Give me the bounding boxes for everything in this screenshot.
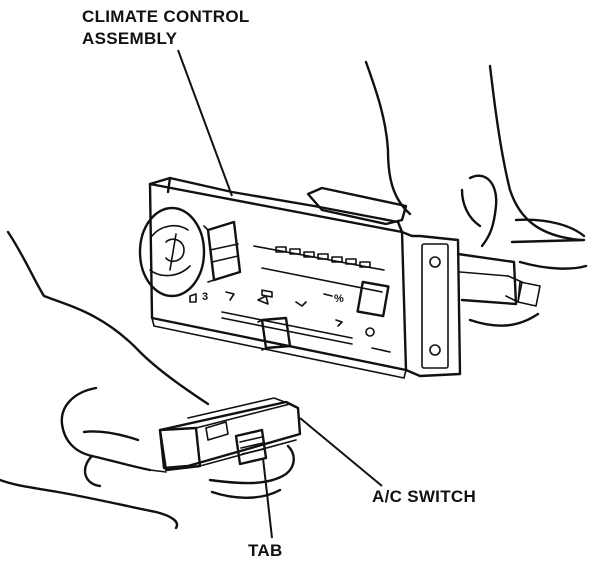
- panel-face: [148, 182, 408, 372]
- temp-dial: [138, 206, 206, 298]
- mode-knob: [203, 220, 242, 283]
- end-plate: [400, 230, 462, 378]
- fan-slider: [221, 311, 391, 353]
- display-window: [356, 280, 390, 318]
- tab-leader-line: [262, 457, 273, 539]
- assembly-label-line1: CLIMATE CONTROL: [82, 7, 250, 26]
- assembly-label-line2: ASSEMBLY: [82, 29, 178, 48]
- top-bracket: [306, 186, 408, 226]
- ac-switch-leader-line: [299, 417, 383, 487]
- left-hand: [0, 230, 295, 530]
- ac-switch-label: A/C SWITCH: [372, 487, 476, 506]
- label-climate-control-assembly: CLIMATE CONTROL ASSEMBLY: [82, 7, 250, 48]
- right-hand: [364, 60, 588, 327]
- tab-label: TAB: [248, 541, 283, 560]
- assembly-leader-line: [177, 49, 233, 197]
- recirc-mark: %: [334, 293, 344, 305]
- climate-control-assembly: 3 %: [138, 176, 518, 379]
- indicator-row: [253, 245, 385, 298]
- fan-number: 3: [202, 291, 208, 303]
- panel-symbols: 3 %: [189, 291, 375, 337]
- ac-switch: [158, 397, 302, 472]
- mount-arm: [456, 252, 518, 306]
